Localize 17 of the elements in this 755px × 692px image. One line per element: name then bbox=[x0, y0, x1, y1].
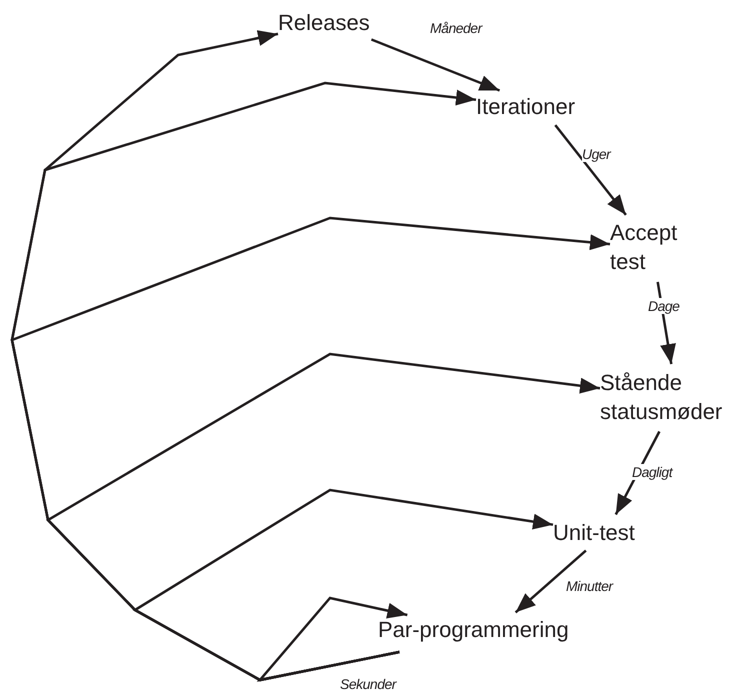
edge-label: Måneder bbox=[430, 20, 482, 36]
arrow bbox=[370, 38, 500, 92]
arrow bbox=[132, 488, 554, 682]
arrow bbox=[554, 124, 627, 216]
edge-label: Minutter bbox=[566, 578, 613, 594]
node-label: Releases bbox=[278, 9, 371, 37]
node-label: Unit-test bbox=[553, 519, 636, 547]
edge-label: Dage bbox=[648, 298, 680, 314]
arrow bbox=[256, 596, 408, 682]
edge-label: Uger bbox=[582, 146, 610, 162]
node-label: Stående statusmøder bbox=[600, 369, 724, 426]
node-label: Par-programmering bbox=[378, 616, 570, 644]
edge-label: Sekunder bbox=[340, 676, 396, 692]
edge-label: Dagligt bbox=[632, 464, 672, 480]
node-label: Accept test bbox=[610, 219, 678, 276]
arrow bbox=[514, 550, 587, 614]
node-label: Iterationer bbox=[476, 93, 576, 121]
